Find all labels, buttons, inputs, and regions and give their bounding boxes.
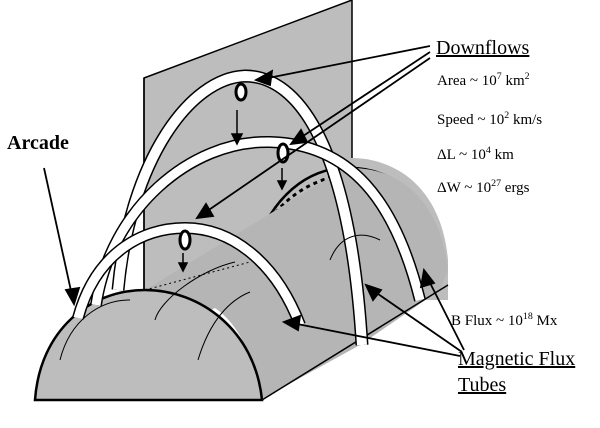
arcade-right-edge [261,284,449,401]
flux-tube-inner-2 [91,137,425,306]
downflow-leader-2 [289,51,431,146]
area-stat: Area ~ 107 km2 [437,71,530,89]
magnetic-flux-label: Magnetic Flux [458,348,576,370]
arcade-back-edge-dotted [248,173,341,263]
downflow-leader-1 [253,45,431,87]
down-arrow-2 [276,168,288,191]
arcade-base-dotted [144,261,251,291]
field-line-3 [197,291,251,361]
downflow-blob-1 [234,82,248,102]
flux-tube-leader-1 [281,314,461,357]
flux-tube-inner-1 [113,70,367,346]
flux-tube-leader-3 [419,267,465,351]
downflow-blob-3 [178,229,192,251]
tubes-label: Tubes [458,374,507,396]
b-flux-stat: B Flux ~ 1018 Mx [451,311,558,329]
down-arrow-3 [177,253,189,273]
arcade-leader [43,167,81,307]
delta-l-stat: ΔL ~ 104 km [437,145,514,163]
arcade-label: Arcade [7,132,69,154]
flux-tube-inner-3 [73,223,305,327]
field-line-2 [154,261,236,321]
downflow-leader-3 [195,57,431,220]
field-line-1 [59,299,131,361]
downflows-label: Downflows [436,37,530,59]
field-line-4 [329,234,381,261]
delta-w-stat: ΔW ~ 1027 ergs [437,178,530,196]
speed-stat: Speed ~ 102 km/s [437,110,543,128]
down-arrow-1 [230,110,244,146]
flux-tube-leader-2 [364,283,463,353]
